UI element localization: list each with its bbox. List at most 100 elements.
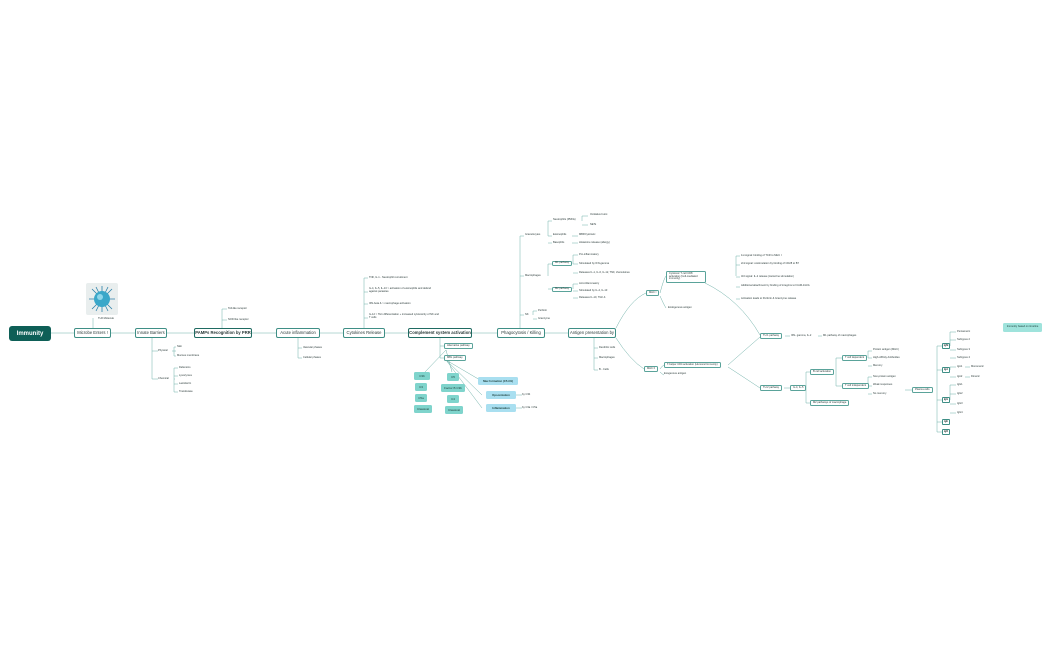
- ig-igg[interactable]: IgG: [942, 397, 950, 403]
- cd8-additional[interactable]: Additional attachment by binding of inte…: [741, 284, 810, 287]
- igg-2[interactable]: IgG2: [957, 392, 963, 395]
- barrier-mucous[interactable]: Mucous membrane: [177, 354, 200, 357]
- chemical-defensins[interactable]: Defensins: [179, 366, 191, 369]
- th2-interleukins[interactable]: IL-4, IL-5: [790, 385, 807, 391]
- tdep-high-affinity[interactable]: High-Affinity Antibodies: [873, 356, 900, 359]
- mhc1-endogenous[interactable]: Endogenous antigen: [668, 306, 692, 309]
- node-antigen-presentation[interactable]: Antigen presentation by: [568, 328, 616, 338]
- phago-basophils[interactable]: Basophils: [553, 241, 565, 244]
- barrier-skin[interactable]: Skin: [177, 345, 183, 348]
- basophil-histamine[interactable]: Histamine release (allergy): [579, 241, 610, 244]
- barrier-physical[interactable]: Physical: [158, 349, 168, 352]
- node-phagocytosis[interactable]: Phagocytosis / Killing: [497, 328, 545, 338]
- igm-pentameric[interactable]: Pentameric: [957, 330, 971, 333]
- node-microbe-enters[interactable]: Microbe Enters !: [74, 328, 111, 338]
- node-pamps-recognition[interactable]: PAMPs Recognition by PRR: [194, 328, 252, 338]
- phago-nk[interactable]: NK: [525, 313, 529, 316]
- apc-dendritic[interactable]: Dendritic cells: [599, 346, 616, 349]
- igm-subtypes-4[interactable]: Subtypes 4: [957, 356, 970, 359]
- th2-pathway[interactable]: TH 2 pathway: [760, 385, 783, 391]
- m2-stimulated[interactable]: Stimulated by IL-4, IL-13: [579, 289, 608, 292]
- ig-iga[interactable]: IgA: [942, 367, 950, 373]
- apc-bcells[interactable]: B - Cells: [599, 368, 609, 371]
- t-cell-independent[interactable]: T cell independent: [842, 383, 870, 389]
- node-innate-barriers[interactable]: Innate Barriers: [135, 328, 167, 338]
- igg-1[interactable]: IgG1: [957, 383, 963, 386]
- m1-stimulated[interactable]: Stimulated by IFN-gamma: [579, 262, 610, 265]
- cd8-signal-3[interactable]: 3rd signal: IL-2 release (Autocrine stim…: [741, 275, 794, 278]
- acute-cellular[interactable]: Cellular phases: [303, 356, 321, 359]
- cd4-activation[interactable]: T-helper CD4 activation (Humoral Immunit…: [664, 362, 721, 368]
- t-cell-dependent[interactable]: T cell dependent: [842, 355, 868, 361]
- plasma-cells[interactable]: Plasma cells: [912, 387, 933, 393]
- complement-mbl[interactable]: MBL pathway: [444, 355, 466, 361]
- mhc2-node[interactable]: MHC II: [644, 366, 659, 372]
- cd8-perforin[interactable]: Activation leads to Perforin & Granzyme …: [741, 297, 797, 300]
- complement-mac[interactable]: Mac formation (C5-C9): [478, 377, 518, 385]
- mhc1-node[interactable]: MHC I: [646, 290, 660, 296]
- complement-inflammation[interactable]: Inflammation: [486, 404, 516, 412]
- complement-classical-2[interactable]: Classical: [445, 406, 463, 414]
- floating-note[interactable]: Immunity based on timeline: [1003, 323, 1042, 332]
- th1-pathway[interactable]: TH 1 pathway: [760, 333, 783, 339]
- iga-2[interactable]: IgA2: [957, 375, 963, 378]
- neutrophil-nets[interactable]: NETs: [590, 223, 597, 226]
- acute-vascular[interactable]: Vascular phases: [303, 346, 322, 349]
- tdep-protein[interactable]: Protein antigen (MHC): [873, 348, 899, 351]
- neutrophil-oxidative[interactable]: Oxidative burst: [590, 213, 608, 216]
- m1-proinflammatory[interactable]: Pro-inflammatory: [579, 253, 599, 256]
- barrier-chemical[interactable]: Chemical: [158, 377, 169, 380]
- apc-macrophages[interactable]: Macrophages: [599, 356, 615, 359]
- igg-4[interactable]: IgG4: [957, 411, 963, 414]
- phago-granulocytes[interactable]: Granulocytes: [525, 233, 541, 236]
- phago-macrophages[interactable]: Macrophages: [525, 274, 541, 277]
- complement-c5a[interactable]: C5a: [415, 394, 427, 402]
- phago-eosinophils[interactable]: Eosinophils: [553, 233, 567, 236]
- nk-perforin[interactable]: Perforin: [538, 309, 548, 312]
- tindep-nonprotein[interactable]: Non-protein antigen: [873, 375, 896, 378]
- b-cell-activation[interactable]: B cell activation: [810, 369, 835, 375]
- nk-granzyme[interactable]: Granzyme: [538, 317, 550, 320]
- tdep-memory[interactable]: Memory: [873, 364, 883, 367]
- chemical-transferase[interactable]: Transferase: [179, 390, 193, 393]
- phago-neutrophils[interactable]: Neutrophils (PMNs): [553, 218, 576, 221]
- chemical-lactoferrin[interactable]: Lactoferrin: [179, 382, 192, 385]
- cytokine-ifn[interactable]: IFN-beta & > macrophage activation: [369, 302, 411, 305]
- cd8-signal-1[interactable]: 1st signal: binding of TCR to MHC I: [741, 254, 782, 257]
- m2-anti[interactable]: Anti-inflammatory: [579, 282, 600, 285]
- tindep-weak[interactable]: Weak responses: [873, 383, 893, 386]
- eosinophil-mbp[interactable]: MBP/cytotoxic: [579, 233, 596, 236]
- node-complement-activation[interactable]: Complement system activation: [408, 328, 472, 338]
- complement-factor-b[interactable]: Factor B C3b: [441, 384, 465, 392]
- prr-toll-like[interactable]: Toll-like receptor: [228, 307, 247, 310]
- complement-c4[interactable]: C4: [447, 395, 459, 403]
- cd8-activation[interactable]: Cytotoxic T cell CD8 activation (Cell-me…: [666, 271, 706, 283]
- complement-classical-1[interactable]: Classical: [414, 405, 432, 413]
- m2-macrophage-pathway[interactable]: M2 pathways of macrophage: [810, 400, 850, 406]
- complement-c3b[interactable]: C3b: [414, 372, 430, 380]
- ig-igd[interactable]: IgD: [942, 429, 950, 435]
- complement-c5[interactable]: C5: [447, 373, 459, 381]
- m2-releases[interactable]: Releases IL-10, TGF-b: [579, 296, 606, 299]
- macrophage-m1[interactable]: M1 pathway: [552, 261, 572, 266]
- macrophage-m2[interactable]: M2 pathway: [552, 287, 572, 292]
- prr-nod-like[interactable]: NOD like receptor: [228, 318, 249, 321]
- node-acute-inflammation[interactable]: Acute inflammation: [276, 328, 320, 338]
- igm-subtypes-3[interactable]: Subtypes 3: [957, 348, 970, 351]
- igg-3[interactable]: IgG3: [957, 402, 963, 405]
- iga-1[interactable]: IgA1: [957, 365, 963, 368]
- ig-igm[interactable]: IgM: [942, 343, 950, 349]
- chemical-lysozymes[interactable]: Lysozymes: [179, 374, 192, 377]
- cytokine-tnf[interactable]: TNF, IL-1 - Neutrophil recruitment: [369, 276, 408, 279]
- complement-c3[interactable]: C3: [415, 383, 427, 391]
- ig-ige[interactable]: IgE: [942, 419, 950, 425]
- complement-alternative[interactable]: Alternative pathway: [444, 343, 473, 349]
- complement-opsonization[interactable]: Opsonization: [486, 391, 516, 399]
- tindep-nomemory[interactable]: No memory: [873, 392, 887, 395]
- m1-releases[interactable]: Releases IL-1, IL-6, IL-12, TNF, chemoki…: [579, 271, 630, 274]
- cytokine-il4[interactable]: IL-4, IL-5, IL-13 > activation of eosino…: [369, 287, 431, 293]
- igm-subtypes-2[interactable]: Subtypes 2: [957, 338, 970, 341]
- node-cytokines-release[interactable]: Cytokines Release: [343, 328, 385, 338]
- cytokine-il12[interactable]: IL-12 > TH1 differentiation + increased …: [369, 313, 439, 319]
- mhc2-exogenous[interactable]: Exogenous antigen: [664, 372, 687, 375]
